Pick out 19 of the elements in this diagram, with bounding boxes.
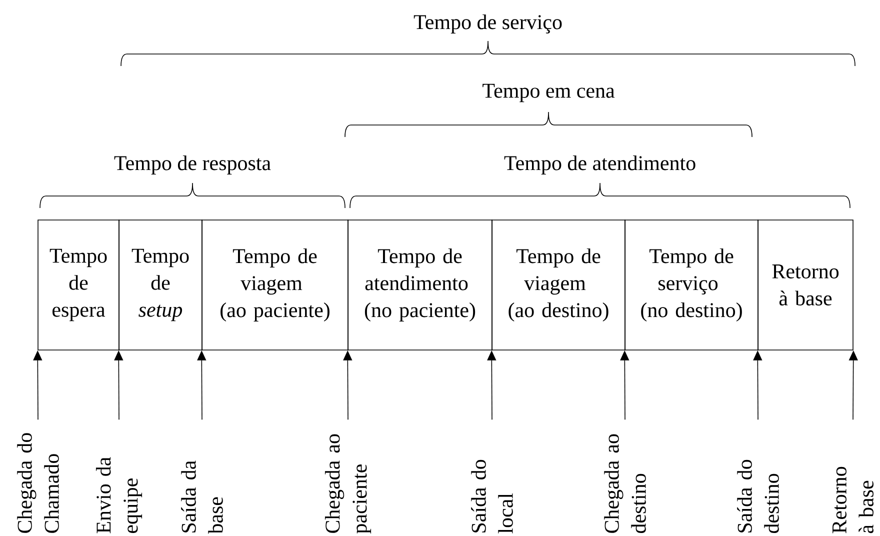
time-cell: Tempo de serviço (no destino) <box>624 220 758 350</box>
event-label: Chegada do Chamado <box>17 433 59 533</box>
time-cell: Tempo de setup <box>118 220 202 350</box>
event-label: Retorno à base <box>832 466 874 534</box>
event-label: Envio da equipe <box>96 457 142 534</box>
event-label: Saída do destino <box>737 460 779 534</box>
event-label: Saída do local <box>471 460 513 534</box>
event-label: Saída da base <box>181 460 223 534</box>
span-label: Tempo de resposta <box>114 155 271 175</box>
time-cell: Tempo de viagem (ao destino) <box>492 220 626 350</box>
time-cell: Tempo de viagem (ao paciente) <box>202 220 348 350</box>
event-label: Chegada ao paciente <box>324 434 372 534</box>
span-label: Tempo de serviço <box>414 14 562 34</box>
span-label: Tempo de atendimento <box>504 155 696 175</box>
span-label: Tempo em cena <box>482 84 615 102</box>
event-label: Chegada ao destino <box>604 434 646 534</box>
time-cell: Tempo de espera <box>38 220 120 350</box>
time-cell: Tempo de atendimento (no paciente) <box>348 220 492 350</box>
time-cell: Retorno à base <box>758 220 854 350</box>
